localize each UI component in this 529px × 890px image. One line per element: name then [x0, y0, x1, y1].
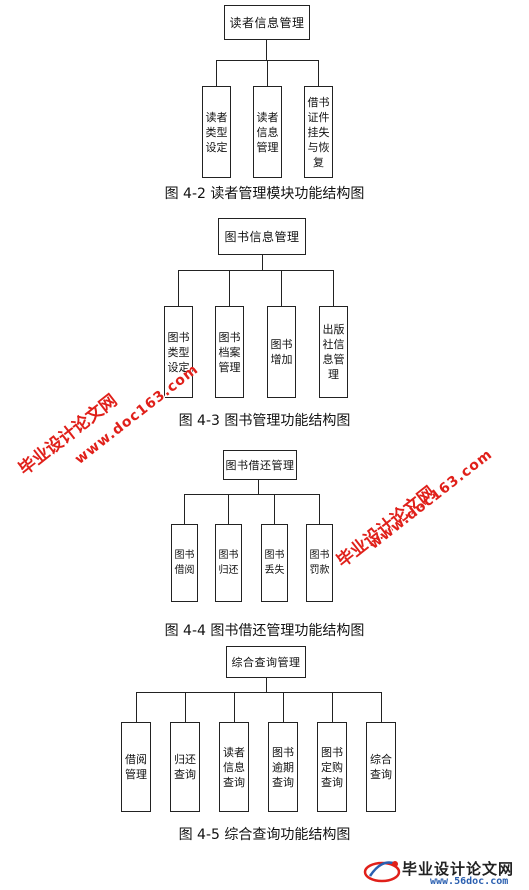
connector [266, 40, 267, 60]
connector [178, 270, 334, 271]
diagram-2-node-book-add: 图书 增加 [267, 306, 296, 398]
connector [136, 692, 137, 722]
diagram-3-node-fine: 图书 罚款 [306, 524, 333, 602]
connector [216, 60, 217, 86]
connector [333, 270, 334, 306]
watermark-url-right: www.doc163.com [366, 446, 496, 553]
diagram-4-caption: 图 4-5 综合查询功能结构图 [178, 827, 351, 843]
connector [228, 494, 229, 524]
connector [381, 692, 382, 722]
diagram-2-node-book-type: 图书 类型 设定 [164, 306, 193, 398]
diagram-4-node-return-query: 归还 查询 [170, 722, 200, 812]
diagram-1-caption: 图 4-2 读者管理模块功能结构图 [164, 186, 365, 202]
diagram-4-node-reader-query: 读者 信息 查询 [219, 722, 249, 812]
connector [178, 270, 179, 306]
connector [319, 494, 320, 524]
diagram-2-node-publisher: 出版 社信 息管 理 [319, 306, 348, 398]
diagram-3-node-return: 图书 归还 [215, 524, 242, 602]
diagram-4-root: 综合查询管理 [226, 646, 306, 678]
connector [185, 692, 186, 722]
diagram-3-root: 图书借还管理 [223, 450, 297, 480]
logo-url: www.56doc.com [430, 876, 509, 887]
diagram-2-root: 图书信息管理 [218, 218, 306, 255]
logo-title: 毕业设计论文网 [402, 860, 515, 878]
logo-mark-icon [363, 861, 401, 883]
connector [283, 692, 284, 722]
connector [318, 60, 319, 86]
connector [184, 494, 185, 524]
diagram-4-node-order-query: 图书 定购 查询 [317, 722, 347, 812]
diagram-2-node-book-archive: 图书 档案 管理 [215, 306, 244, 398]
diagram-1-root: 读者信息管理 [224, 5, 310, 40]
diagram-1-node-reader-info: 读者 信息 管理 [253, 86, 282, 178]
connector [234, 692, 235, 722]
diagram-1-node-card-loss: 借书 证件 挂失 与恢 复 [304, 86, 333, 178]
diagram-3-caption: 图 4-4 图书借还管理功能结构图 [164, 623, 365, 639]
connector [274, 494, 275, 524]
connector [266, 678, 267, 692]
diagram-2-caption: 图 4-3 图书管理功能结构图 [178, 413, 351, 429]
connector [184, 494, 320, 495]
diagram-4-node-overdue-query: 图书 逾期 查询 [268, 722, 298, 812]
connector [281, 270, 282, 306]
diagram-3-node-lost: 图书 丢失 [261, 524, 288, 602]
connector [332, 692, 333, 722]
diagram-3-node-borrow: 图书 借阅 [171, 524, 198, 602]
diagram-4-node-borrow-mgmt: 借阅 管理 [121, 722, 151, 812]
connector [258, 480, 259, 494]
connector [229, 270, 230, 306]
diagram-4-node-general-query: 综合 查询 [366, 722, 396, 812]
connector [136, 692, 382, 693]
connector [262, 255, 263, 270]
connector [267, 60, 268, 86]
diagram-1-node-reader-type: 读者 类型 设定 [202, 86, 231, 178]
